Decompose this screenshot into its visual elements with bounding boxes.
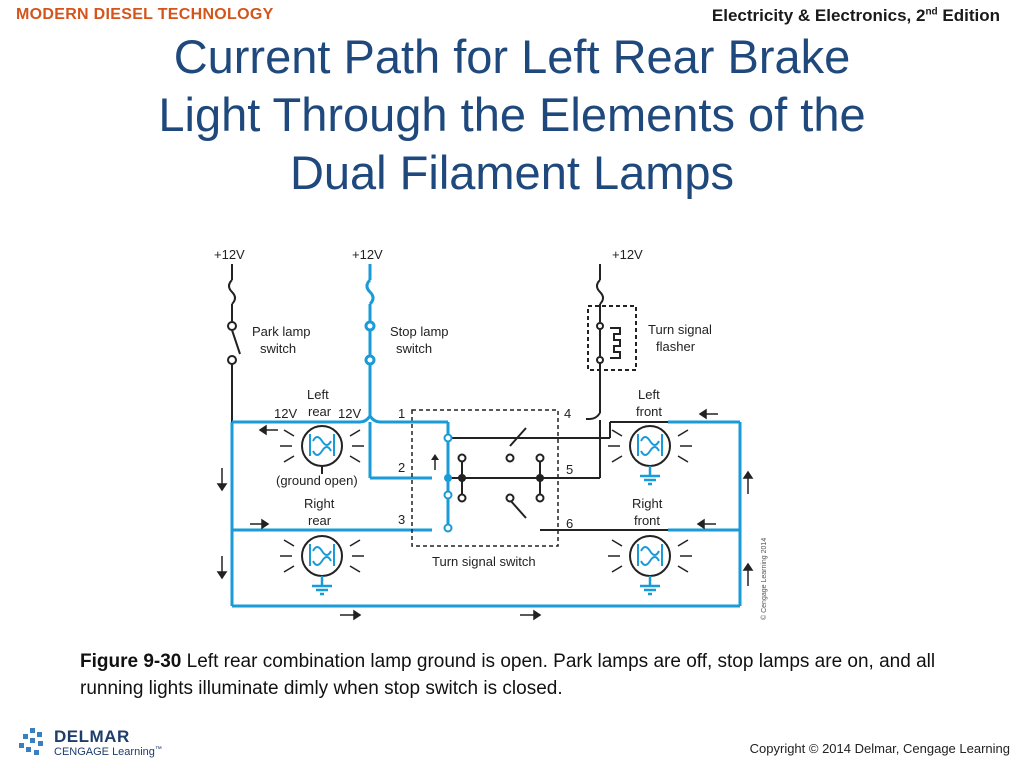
edition-sup: nd [925, 6, 938, 18]
right-front-lamp [607, 535, 693, 596]
park-lamp-branch [227, 264, 241, 422]
logo-top-text: DELMAR [54, 727, 130, 746]
park-switch-label-1: Park lamp [252, 324, 311, 339]
credit-text: © Cengage Learning 2014 [760, 538, 768, 620]
stop-lamp-branch [359, 264, 381, 424]
delmar-logo-mark [19, 728, 43, 755]
left-front-label-2: front [636, 404, 662, 419]
logo-tm: ™ [154, 746, 162, 753]
figure-label: Figure 9-30 [80, 651, 182, 672]
title-line-2: Light Through the Elements of the [158, 88, 866, 141]
left-rear-lamp [279, 425, 365, 474]
stop-switch-label-2: switch [396, 341, 432, 356]
right-rear-label-2: rear [308, 513, 332, 528]
flasher-label-1: Turn signal [648, 322, 712, 337]
delmar-logo: DELMAR CENGAGE Learning™ [16, 722, 186, 762]
right-front-label-2: front [634, 513, 660, 528]
edition-header: Electricity & Electronics, 2nd Edition [712, 6, 1000, 26]
right-rear-lamp [279, 535, 365, 596]
logo-bottom-text: CENGAGE Learning™ [54, 746, 162, 758]
logo-bottom-main: CENGAGE Learning [54, 746, 155, 758]
ground-open-label: (ground open) [276, 473, 358, 488]
figure-text: Left rear combination lamp ground is ope… [80, 651, 936, 699]
flasher-branch [586, 264, 637, 420]
left-front-lamp [607, 425, 693, 486]
edition-suffix: Edition [937, 6, 1000, 25]
left-rear-label-1: Left [307, 387, 329, 402]
terminal-3: 3 [398, 512, 405, 527]
supply-mid-label: +12V [352, 247, 383, 262]
left-rear-label-2: rear [308, 404, 332, 419]
right-rear-label-1: Right [304, 496, 335, 511]
title-line-1: Current Path for Left Rear Brake [173, 30, 851, 83]
park-switch-label-2: switch [260, 341, 296, 356]
terminal-1: 1 [398, 406, 405, 421]
edition-prefix: Electricity & Electronics, 2 [711, 6, 926, 25]
slide-title: Current Path for Left Rear Brake Light T… [40, 28, 984, 202]
copyright-text: Copyright © 2014 Delmar, Cengage Learnin… [749, 741, 1010, 756]
brand-header: MODERN DIESEL TECHNOLOGY [16, 6, 274, 23]
stop-switch-label-1: Stop lamp [390, 324, 449, 339]
terminal-6: 6 [566, 516, 573, 531]
supply-left-label: +12V [214, 247, 245, 262]
terminal-4: 4 [564, 406, 571, 421]
volt-left-label: 12V [274, 406, 297, 421]
supply-right-label: +12V [612, 247, 643, 262]
flasher-label-2: flasher [656, 339, 696, 354]
right-front-label-1: Right [632, 496, 663, 511]
left-front-label-1: Left [638, 387, 660, 402]
terminal-2: 2 [398, 460, 405, 475]
volt-right-label: 12V [338, 406, 361, 421]
title-line-3: Dual Filament Lamps [289, 146, 735, 199]
current-arrows [216, 408, 754, 621]
turn-signal-switch [410, 409, 668, 547]
figure-caption: Figure 9-30 Left rear combination lamp g… [80, 648, 950, 702]
terminal-5: 5 [566, 462, 573, 477]
turn-switch-label: Turn signal switch [432, 554, 536, 569]
circuit-diagram: +12V +12V +12V Park lamp switch Stop lam… [214, 247, 768, 621]
left-side-circuit [230, 420, 742, 608]
